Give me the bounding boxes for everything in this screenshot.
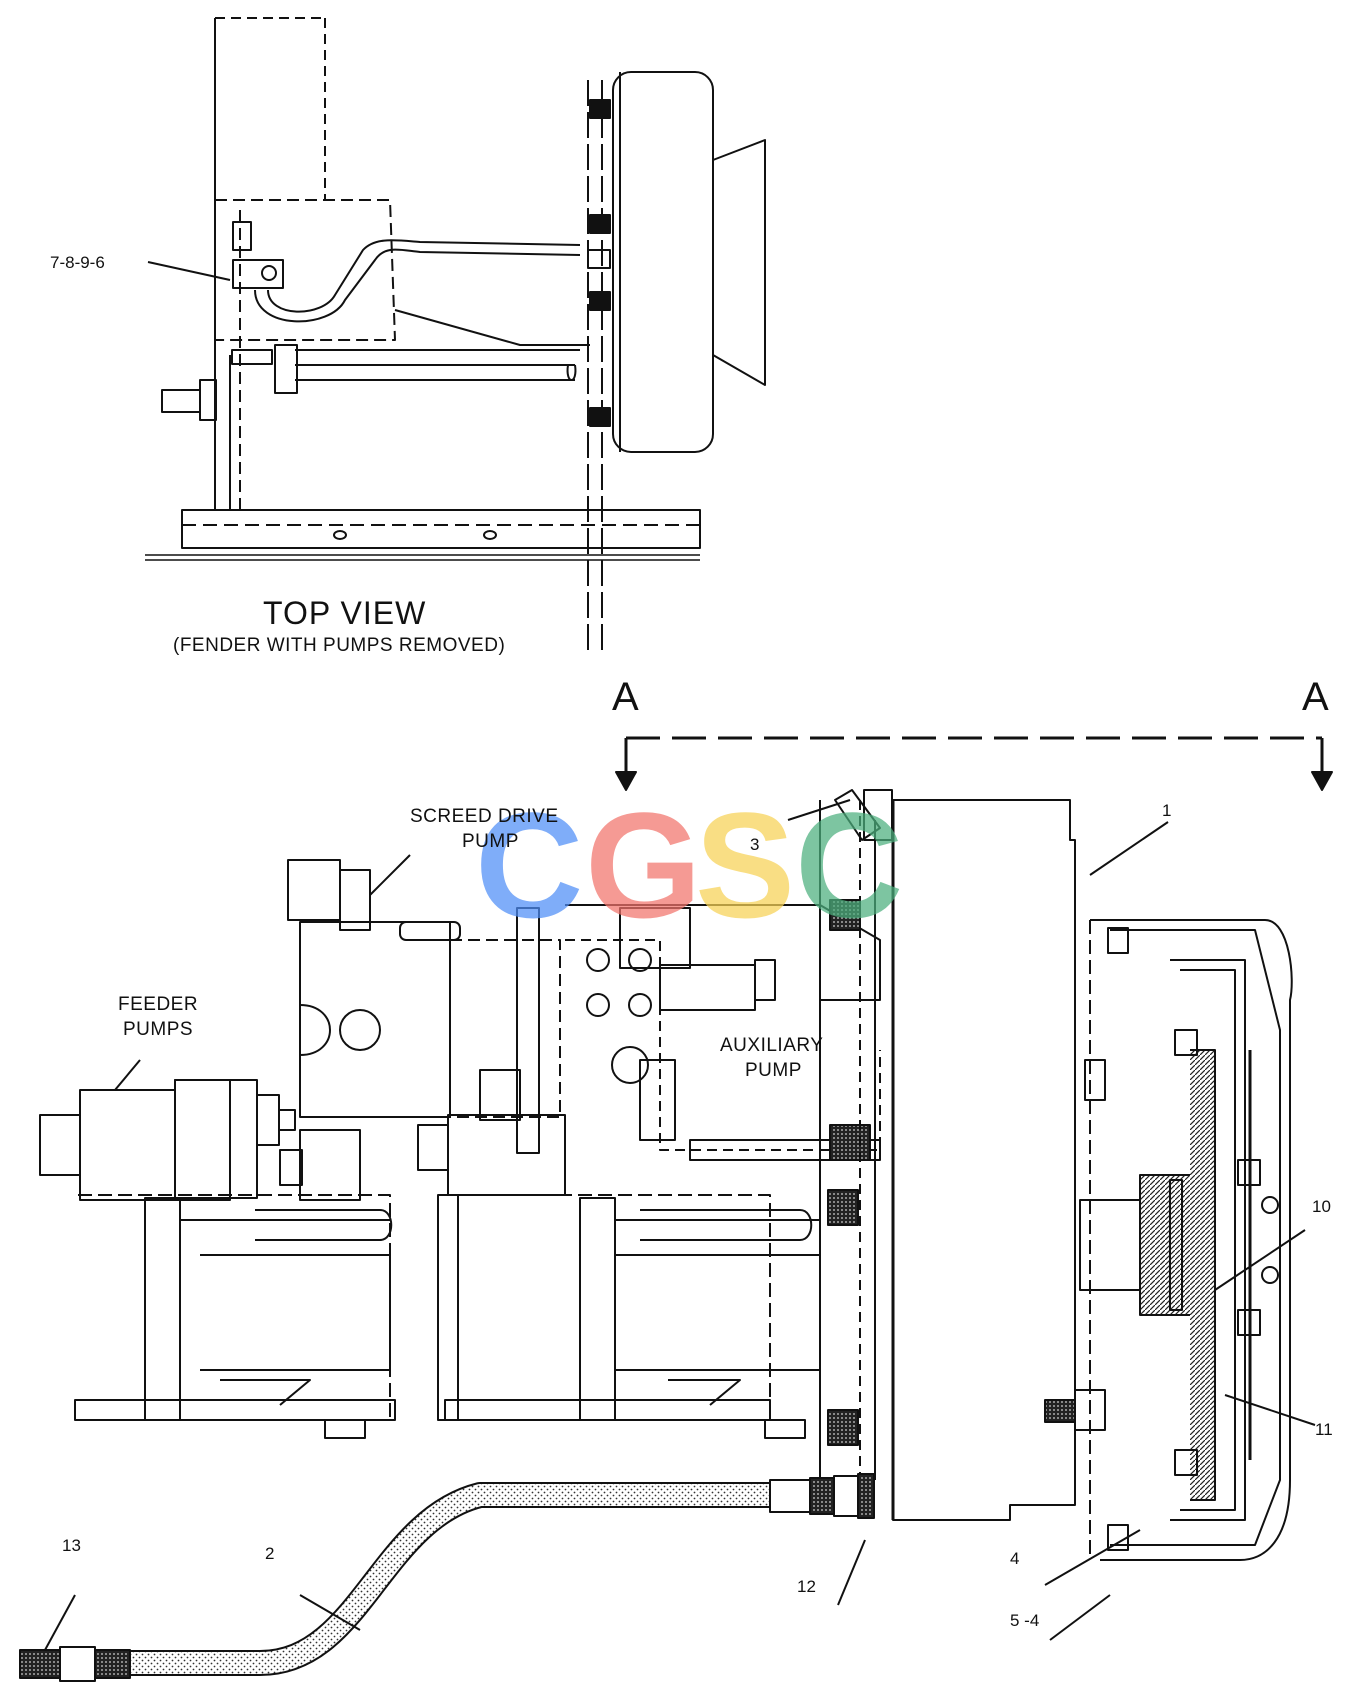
watermark-letter: G xyxy=(585,781,702,949)
section-line-a-a xyxy=(615,736,1333,791)
callout-13: 13 xyxy=(62,1536,81,1555)
top-view-drawing xyxy=(145,17,766,650)
watermark-letter: S xyxy=(695,781,796,949)
section-mark-left: A xyxy=(612,675,639,719)
auxiliary-pump-label-line1: AUXILIARY xyxy=(720,1035,824,1056)
pump-assembly-drawing xyxy=(19,789,1316,1682)
section-mark-right: A xyxy=(1302,675,1329,719)
feeder-pumps-label-line2: PUMPS xyxy=(123,1019,194,1040)
screed-drive-pump-label-line2: PUMP xyxy=(462,831,519,852)
feeder-pumps-label-line1: FEEDER xyxy=(118,994,199,1015)
auxiliary-pump-label-line2: PUMP xyxy=(745,1060,802,1081)
top-view-subtitle: (FENDER WITH PUMPS REMOVED) xyxy=(173,635,506,656)
watermark-letter: C xyxy=(795,781,904,949)
callout-12: 12 xyxy=(797,1577,816,1596)
callout-3: 3 xyxy=(750,835,760,854)
callout-11: 11 xyxy=(1315,1420,1333,1439)
callout-7-8-9-6: 7-8-9-6 xyxy=(50,253,105,272)
callout-5-4: 5 -4 xyxy=(1010,1611,1040,1630)
top-view-title: TOP VIEW xyxy=(263,595,427,631)
callout-2: 2 xyxy=(265,1544,275,1563)
callout-10: 10 xyxy=(1312,1197,1331,1216)
watermark-letter: C xyxy=(475,781,584,949)
callout-1: 1 xyxy=(1162,801,1172,820)
callout-4: 4 xyxy=(1010,1549,1020,1568)
screed-drive-pump-label-line1: SCREED DRIVE xyxy=(410,806,559,827)
